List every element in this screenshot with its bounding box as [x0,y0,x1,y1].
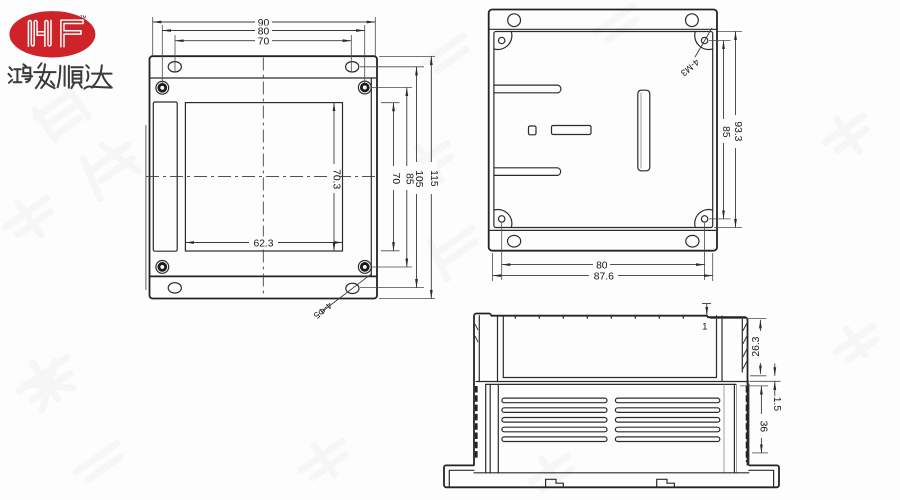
svg-text:TM: TM [80,15,87,20]
svg-text:93.3: 93.3 [732,121,743,141]
svg-text:26.3: 26.3 [751,336,762,356]
svg-text:105: 105 [413,170,424,187]
svg-text:70.3: 70.3 [330,169,341,189]
svg-text:115: 115 [428,170,439,187]
svg-text:62.3: 62.3 [253,238,273,249]
svg-text:85: 85 [720,126,731,138]
svg-text:87.6: 87.6 [594,272,614,283]
svg-text:80: 80 [596,261,608,272]
svg-text:36: 36 [758,421,769,433]
svg-text:1.5: 1.5 [771,397,782,412]
svg-text:70: 70 [390,173,401,185]
svg-text:80: 80 [258,27,270,38]
svg-text:4-Φ5: 4-Φ5 [312,300,334,321]
svg-text:4-M3: 4-M3 [679,57,701,78]
svg-text:1: 1 [702,322,707,333]
svg-text:85: 85 [403,173,414,185]
svg-text:90: 90 [258,18,270,29]
svg-text:70: 70 [258,37,270,48]
